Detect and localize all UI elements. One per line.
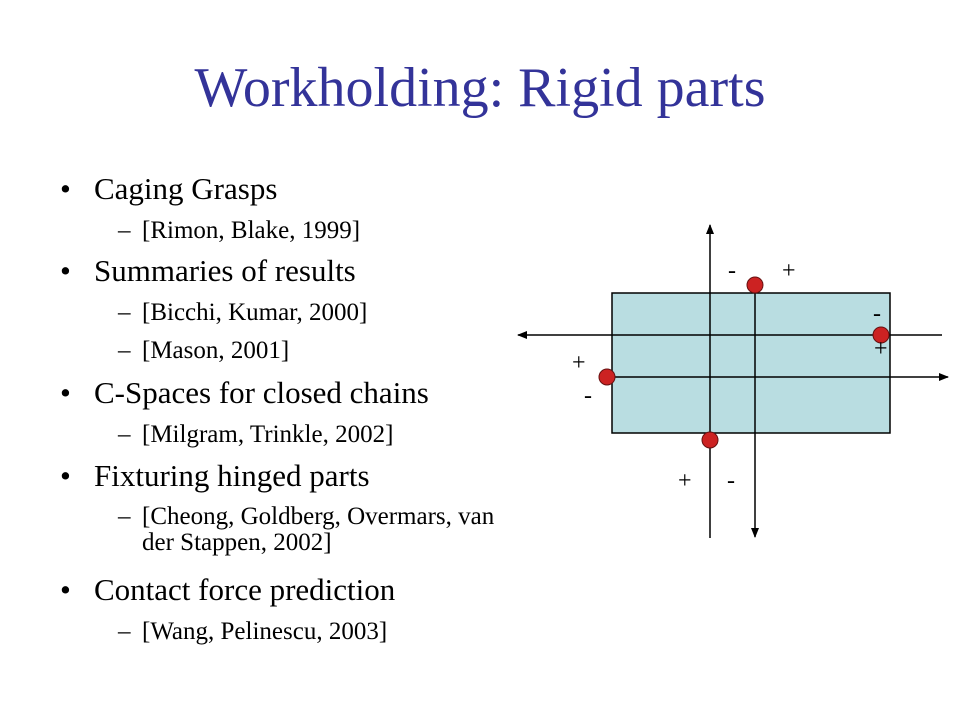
dash-marker: –: [118, 337, 131, 364]
sub-text: [Mason, 2001]: [142, 337, 290, 364]
sign-bottom-minus: -: [727, 468, 735, 494]
contact-point-bottom: [701, 431, 719, 449]
bullet-marker: •: [60, 171, 71, 206]
bullet-marker: •: [60, 572, 71, 607]
sign-left-minus: -: [584, 383, 592, 409]
sub-item: –[Wang, Pelinescu, 2003]: [118, 618, 387, 646]
dash-marker: –: [118, 618, 131, 645]
contact-point-left: [598, 368, 616, 386]
sign-right-plus: +: [874, 336, 888, 362]
bullet-text: Fixturing hinged parts: [94, 458, 370, 493]
sub-text: [Milgram, Trinkle, 2002]: [142, 421, 394, 448]
sub-text: [Cheong, Goldberg, Overmars, van: [142, 503, 495, 530]
bullet-marker: •: [60, 458, 71, 493]
sub-item: –[Milgram, Trinkle, 2002]: [118, 421, 393, 449]
sign-left-plus: +: [572, 350, 586, 376]
sign-right-minus: -: [873, 301, 881, 327]
bullet-text: Summaries of results: [94, 253, 356, 288]
bullet-list: •Caging Grasps –[Rimon, Blake, 1999] •Su…: [60, 171, 495, 646]
sub-item: –[Cheong, Goldberg, Overmars, van der St…: [118, 503, 495, 557]
dash-marker: –: [118, 299, 131, 326]
contact-point-top: [746, 276, 764, 294]
sign-bottom-plus: +: [678, 468, 692, 494]
sub-item: –[Rimon, Blake, 1999]: [118, 217, 360, 245]
sub-text: [Wang, Pelinescu, 2003]: [142, 618, 388, 645]
sub-text-continuation: der Stappen, 2002]: [142, 529, 332, 557]
sign-top-plus: +: [782, 258, 796, 284]
bullet-text: Contact force prediction: [94, 572, 396, 607]
bullet-text: C-Spaces for closed chains: [94, 375, 429, 410]
contact-point-right: [872, 326, 890, 344]
rigid-part: [611, 292, 891, 434]
sub-item: –[Mason, 2001]: [118, 337, 289, 365]
bullet-item: • Caging Grasps: [60, 171, 278, 206]
dash-marker: –: [118, 217, 131, 244]
bullet-text: Caging Grasps: [94, 171, 278, 206]
sub-text: [Rimon, Blake, 1999]: [142, 217, 361, 244]
dash-marker: –: [118, 503, 131, 530]
slide-title: Workholding: Rigid parts: [194, 57, 766, 119]
bullet-marker: •: [60, 375, 71, 410]
bullet-item: • C-Spaces for closed chains: [60, 375, 429, 410]
sub-text: [Bicchi, Kumar, 2000]: [142, 299, 368, 326]
bullet-item: • Fixturing hinged parts: [60, 458, 370, 493]
sub-item: –[Bicchi, Kumar, 2000]: [118, 299, 367, 327]
bullet-item: • Summaries of results: [60, 253, 356, 288]
bullet-item: • Contact force prediction: [60, 572, 396, 607]
sign-top-minus: -: [728, 258, 736, 284]
bullet-marker: •: [60, 253, 71, 288]
dash-marker: –: [118, 421, 131, 448]
